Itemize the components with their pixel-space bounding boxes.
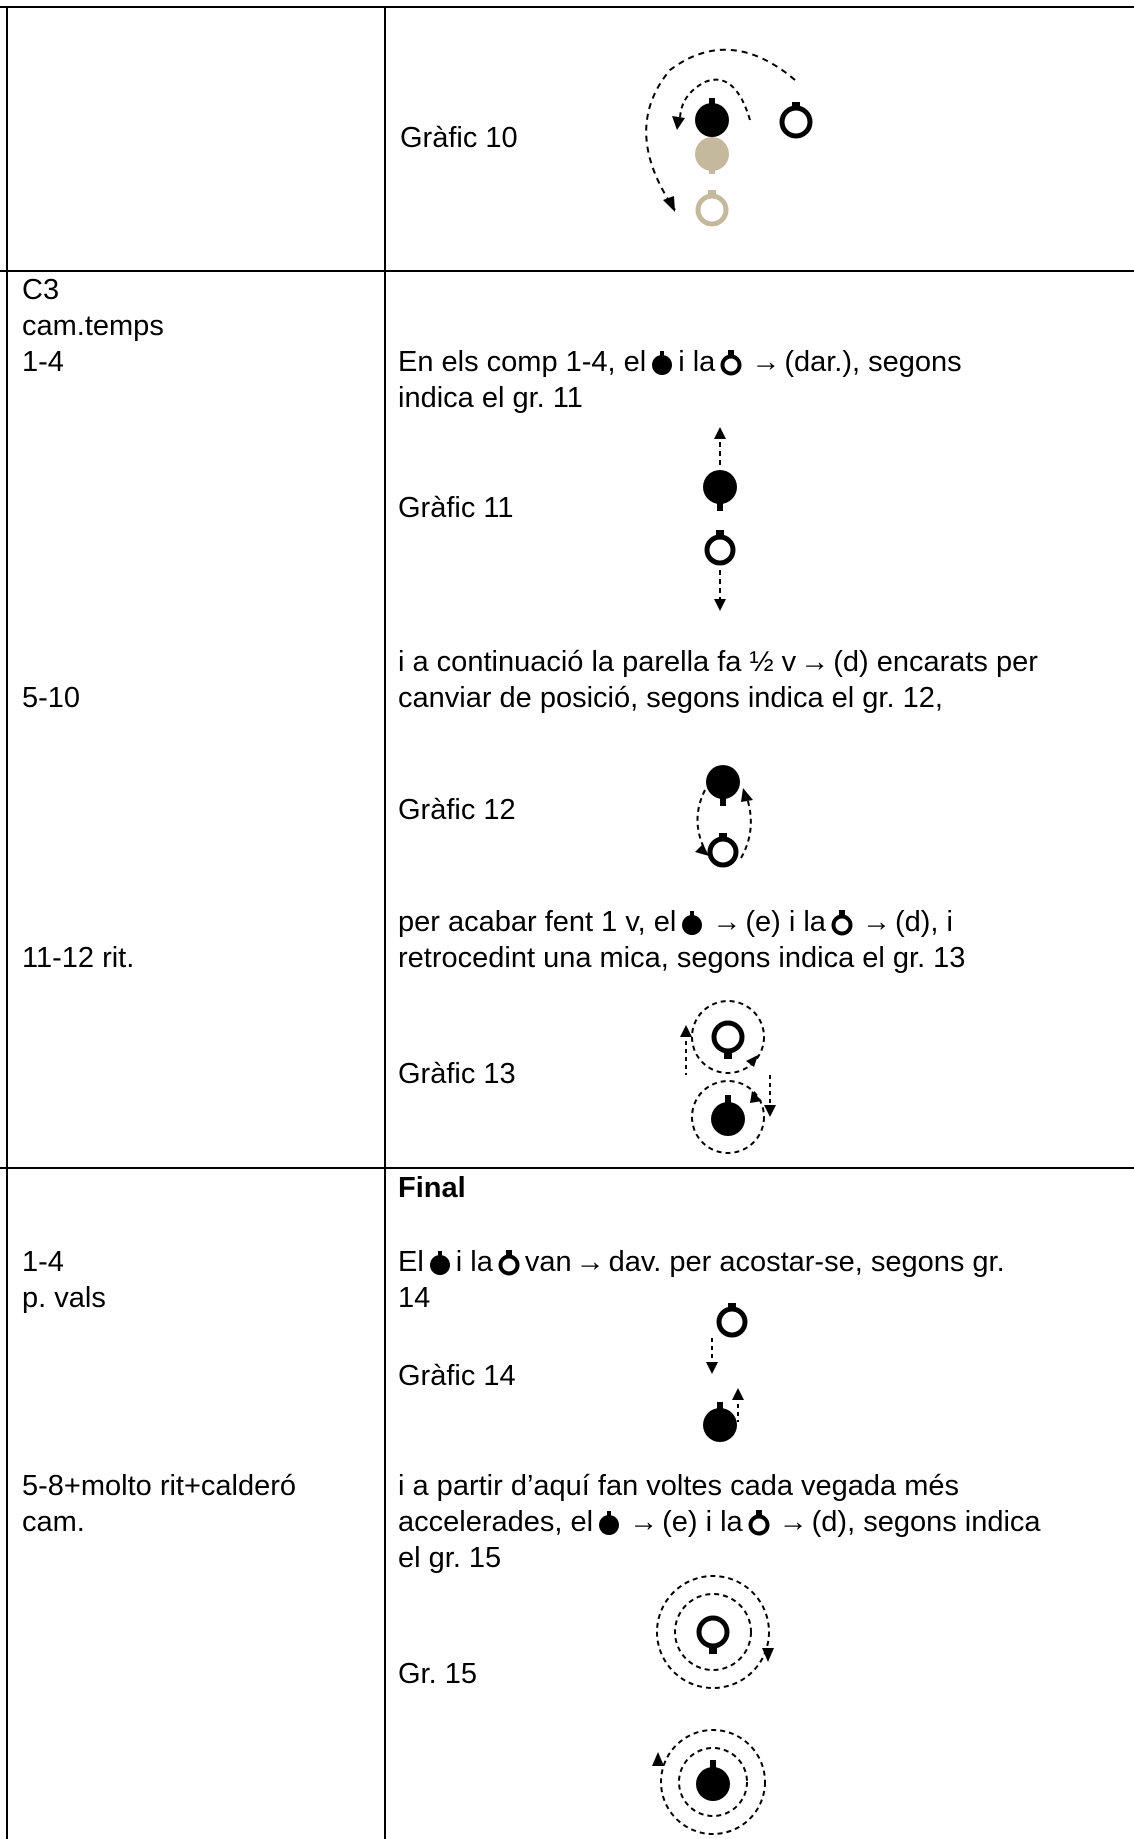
final-paragraph-1-line-2: 14: [398, 1282, 431, 1314]
final-title: Final: [398, 1172, 466, 1204]
graphic-12-diagram: [695, 765, 753, 868]
right-arrow-icon: →: [800, 646, 830, 678]
woman-icon: [830, 908, 854, 937]
man-icon: [650, 349, 674, 377]
c3-paragraph-2-line-1: i a continuació la parella fa ½ v→(d) en…: [398, 644, 1038, 681]
right-arrow-icon: →: [778, 1506, 808, 1538]
final-paragraph-2-line-1: i a partir d’aquí fan voltes cada vegada…: [398, 1470, 959, 1502]
measure-1-4: 1-4: [22, 346, 64, 378]
graphic-12-label: Gràfic 12: [398, 794, 516, 826]
row-divider-1: [0, 270, 1134, 272]
graphic-11-label: Gràfic 11: [398, 492, 514, 524]
row-divider-2: [0, 1167, 1134, 1169]
measure-1-4-final: 1-4: [22, 1246, 64, 1278]
section-c3-step: cam.temps: [22, 310, 164, 342]
final-paragraph-2-line-3: el gr. 15: [398, 1542, 502, 1574]
graphic-13-diagram: [680, 1000, 776, 1154]
graphic-14-label: Gràfic 14: [398, 1360, 516, 1392]
right-arrow-icon: →: [751, 346, 781, 378]
graphic-14-diagram: [703, 1303, 748, 1442]
graphic-13-label: Gràfic 13: [398, 1058, 516, 1090]
c3-paragraph-2-line-2: canviar de posició, segons indica el gr.…: [398, 682, 943, 714]
table-left-border: [6, 6, 8, 1839]
graphic-10-label: Gràfic 10: [400, 122, 518, 154]
man-icon: [680, 909, 704, 937]
c3-paragraph-3-line-1: per acabar fent 1 v, el→(e) i la→(d), i: [398, 904, 953, 941]
column-divider: [384, 6, 386, 1839]
graphic-15-diagram: [652, 1575, 774, 1835]
right-arrow-icon: →: [712, 906, 742, 938]
graphic-11-diagram: [703, 427, 737, 611]
section-c3: C3: [22, 274, 60, 306]
measure-11-12-rit: 11-12 rit.: [22, 942, 135, 974]
c3-paragraph-3-line-2: retrocedint una mica, segons indica el g…: [398, 942, 966, 974]
step-p-vals: p. vals: [22, 1282, 106, 1314]
right-arrow-icon: →: [861, 906, 891, 938]
woman-icon: [497, 1248, 521, 1277]
woman-icon: [747, 1508, 771, 1537]
graphic-15-label: Gr. 15: [398, 1658, 477, 1690]
table-top-border: [0, 6, 1134, 8]
man-icon: [428, 1249, 452, 1277]
c3-paragraph-1-line-2: indica el gr. 11: [398, 382, 583, 414]
man-icon: [597, 1509, 621, 1537]
graphic-10-diagram: [645, 48, 813, 227]
right-arrow-icon: →: [575, 1246, 605, 1278]
woman-icon: [719, 348, 743, 377]
right-arrow-icon: →: [629, 1506, 659, 1538]
step-cam: cam.: [22, 1506, 85, 1538]
measure-5-10: 5-10: [22, 682, 81, 714]
measure-5-8-molto-rit: 5-8+molto rit+calderó: [22, 1470, 297, 1502]
final-paragraph-2-line-2: accelerades, el→(e) i la→(d), segons ind…: [398, 1504, 1041, 1541]
